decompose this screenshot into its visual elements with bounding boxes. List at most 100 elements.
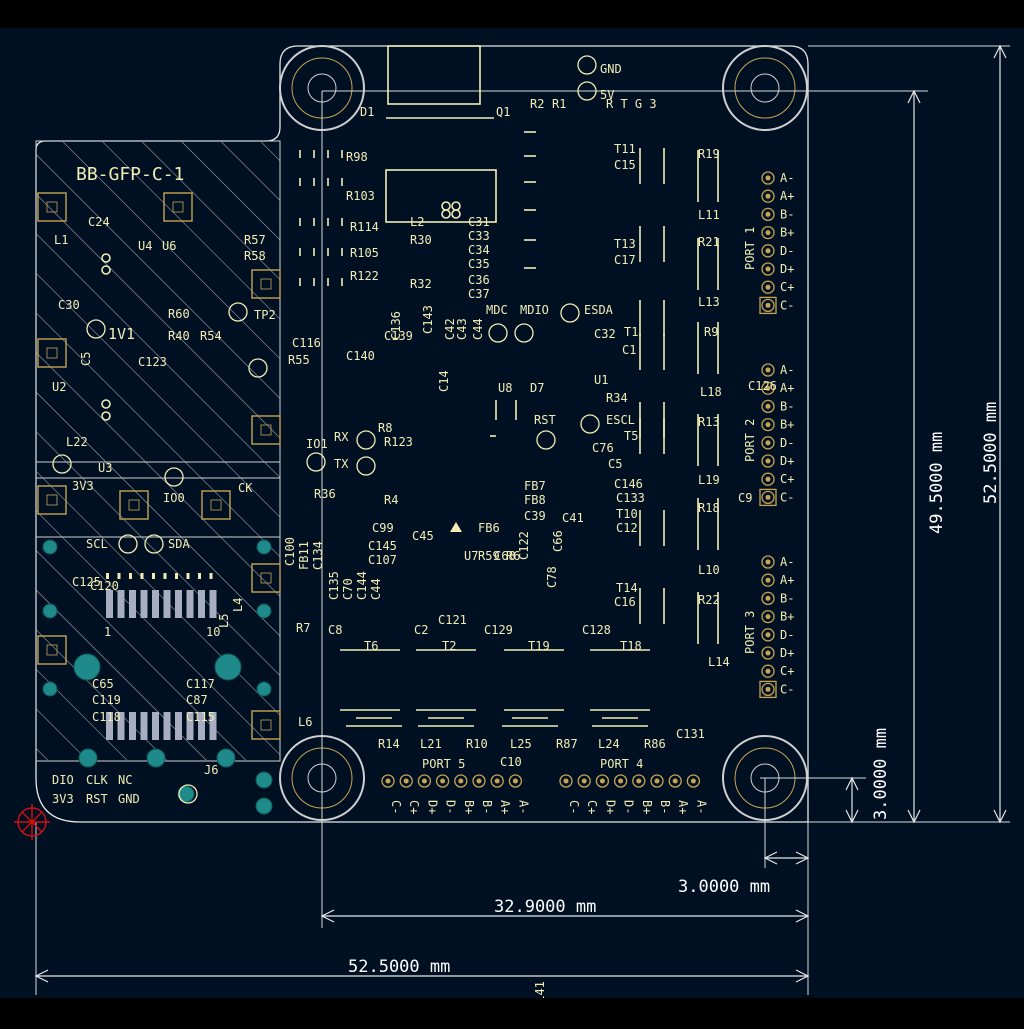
svg-text:1V1: 1V1 bbox=[108, 325, 135, 343]
port-pin-drill bbox=[385, 778, 391, 784]
port-pin bbox=[761, 262, 775, 276]
designator: C36 bbox=[468, 273, 490, 287]
module-pad bbox=[251, 269, 281, 299]
test-point bbox=[514, 323, 534, 343]
designator: R55 bbox=[288, 353, 310, 367]
designator: U6 bbox=[162, 239, 176, 253]
via bbox=[73, 653, 101, 681]
port-pin-label: A- bbox=[516, 800, 530, 814]
dimension-lines bbox=[34, 44, 1007, 983]
port-pin-label: B- bbox=[780, 399, 794, 413]
port-pin-drill bbox=[765, 614, 771, 620]
designator: T18 bbox=[620, 639, 642, 653]
connector-pin bbox=[152, 712, 159, 740]
designator: C65 bbox=[92, 677, 114, 691]
port-pin-drill bbox=[765, 367, 771, 373]
designator: C146 bbox=[614, 477, 643, 491]
port-pin bbox=[761, 646, 775, 660]
dim-49-5: 49.5000 mm bbox=[927, 432, 947, 534]
port-pin-label: C- bbox=[567, 800, 581, 814]
port-pin-drill bbox=[563, 778, 569, 784]
designator: T1 bbox=[624, 325, 638, 339]
designator: C43 bbox=[455, 318, 469, 340]
port-pin bbox=[761, 454, 775, 468]
connector-pin bbox=[140, 712, 148, 740]
dim-3-horizontal: 3.0000 mm bbox=[678, 877, 770, 897]
inductor-mark bbox=[441, 201, 451, 211]
designator: L6 bbox=[298, 715, 312, 729]
designator: C119 bbox=[92, 693, 121, 707]
port-pin-drill bbox=[765, 686, 771, 692]
port-pin-label: A+ bbox=[676, 800, 690, 814]
origin-marker bbox=[14, 804, 50, 840]
designator: C39 bbox=[524, 509, 546, 523]
port-pin-label: D+ bbox=[603, 800, 617, 814]
via bbox=[177, 785, 195, 803]
designator: C143 bbox=[421, 305, 435, 334]
designator: C131 bbox=[676, 727, 705, 741]
connector-pin bbox=[175, 590, 182, 618]
designator: C10 bbox=[500, 755, 522, 769]
port-pin-label: C- bbox=[780, 682, 794, 696]
connector-pin-mark bbox=[129, 573, 132, 579]
port-pin bbox=[761, 399, 775, 414]
designator: L22 bbox=[66, 435, 88, 449]
designator: R32 bbox=[410, 277, 432, 291]
port-pin-drill bbox=[765, 284, 771, 290]
port-pin bbox=[686, 774, 701, 788]
connector-pin bbox=[209, 590, 217, 618]
designator: T5 bbox=[624, 429, 638, 443]
module-pad bbox=[251, 415, 281, 445]
port-pin-label: A- bbox=[780, 555, 794, 569]
port-pin-label: D- bbox=[444, 800, 458, 814]
port-pin-drill bbox=[765, 668, 771, 674]
designator: C133 bbox=[616, 491, 645, 505]
module-pad-inner bbox=[46, 494, 58, 506]
designator: C128 bbox=[582, 623, 611, 637]
connector-pin bbox=[106, 590, 113, 618]
connector-pin-mark bbox=[186, 573, 190, 579]
module-pad-inner bbox=[260, 424, 272, 436]
designator: C2 bbox=[414, 623, 428, 637]
designator: C76 bbox=[592, 441, 614, 455]
via bbox=[256, 681, 272, 697]
svg-text:NC: NC bbox=[118, 773, 132, 787]
connector-pin-mark bbox=[106, 573, 109, 579]
designator: R10 bbox=[466, 737, 488, 751]
port-pin-drill bbox=[403, 778, 409, 784]
port-pin-drill bbox=[440, 778, 446, 784]
port-pin bbox=[559, 774, 573, 788]
port-pin bbox=[761, 555, 775, 569]
designator: L19 bbox=[698, 473, 720, 487]
port-pin-drill bbox=[458, 778, 464, 784]
port-pin bbox=[381, 774, 395, 788]
designator: U2 bbox=[52, 380, 66, 394]
designator: U8 bbox=[498, 381, 512, 395]
svg-text:J6: J6 bbox=[204, 763, 218, 777]
via bbox=[216, 748, 236, 768]
designator: R8 bbox=[378, 421, 392, 435]
port-pin bbox=[761, 573, 775, 587]
test-point bbox=[577, 55, 597, 75]
port-pin-drill bbox=[765, 458, 771, 464]
bottom-black-strip bbox=[0, 998, 1024, 1024]
designator: R87 bbox=[556, 737, 578, 751]
designator: T10 bbox=[616, 507, 638, 521]
connector-pin bbox=[117, 712, 125, 740]
connector-pin bbox=[186, 712, 194, 740]
designator: R1 bbox=[552, 97, 566, 111]
port-pin-label: C+ bbox=[780, 664, 794, 678]
port-pin bbox=[595, 774, 610, 788]
designator: C31 bbox=[468, 215, 490, 229]
inductor-mark bbox=[451, 209, 461, 219]
designator: L24 bbox=[598, 737, 620, 751]
designator: L14 bbox=[708, 655, 730, 669]
designator: R22 bbox=[698, 593, 720, 607]
port-pin-label: C+ bbox=[780, 472, 794, 486]
designator: U7 bbox=[464, 549, 478, 563]
designator: C145 bbox=[368, 539, 397, 553]
svg-text:IO1: IO1 bbox=[306, 437, 328, 451]
port-pin bbox=[761, 472, 775, 486]
